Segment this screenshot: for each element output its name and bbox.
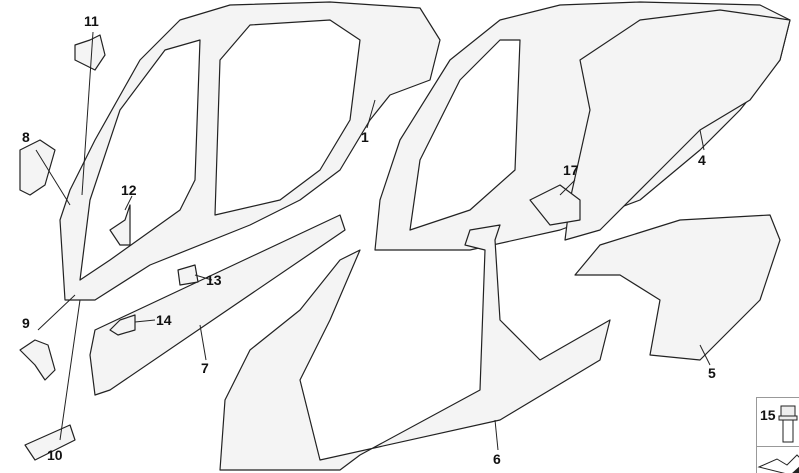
door-opening-front [79,39,201,281]
callout-11: 11 [84,13,99,29]
symbol-box [756,446,799,473]
inner-side-frame-part-6 [219,224,611,471]
sill-reinforcement-part-7 [89,214,346,396]
callout-10: 10 [47,447,63,463]
bolt-icon [778,405,798,443]
panel-symbol-icon [757,454,799,473]
bracket-part-9 [19,339,56,381]
leader-lines [35,31,711,451]
bracket-part-13 [177,264,199,286]
callout-15: 15 [760,407,776,423]
callout-8: 8 [22,129,30,145]
bracket-part-11 [74,34,106,71]
bracket-part-8 [19,139,56,196]
callout-6: 6 [493,451,501,467]
bracket-part-17 [529,184,581,226]
callout-14: 14 [156,312,172,328]
rear-wheel-arch-part-4 [564,9,791,241]
callout-1: 1 [361,129,369,145]
callout-13: 13 [206,272,222,288]
bolt-part-15-box [756,397,799,447]
bracket-part-14 [109,314,136,336]
callout-12: 12 [121,182,137,198]
bracket-part-10 [24,424,76,461]
callout-17: 17 [563,162,579,178]
callout-9: 9 [22,315,30,331]
door-opening-rear [214,19,361,216]
door-opening-right [409,39,521,231]
callout-5: 5 [708,365,716,381]
rear-quarter-panel-part-5 [574,214,781,361]
callout-7: 7 [201,360,209,376]
callout-4: 4 [698,152,706,168]
bracket-part-12 [109,204,131,246]
